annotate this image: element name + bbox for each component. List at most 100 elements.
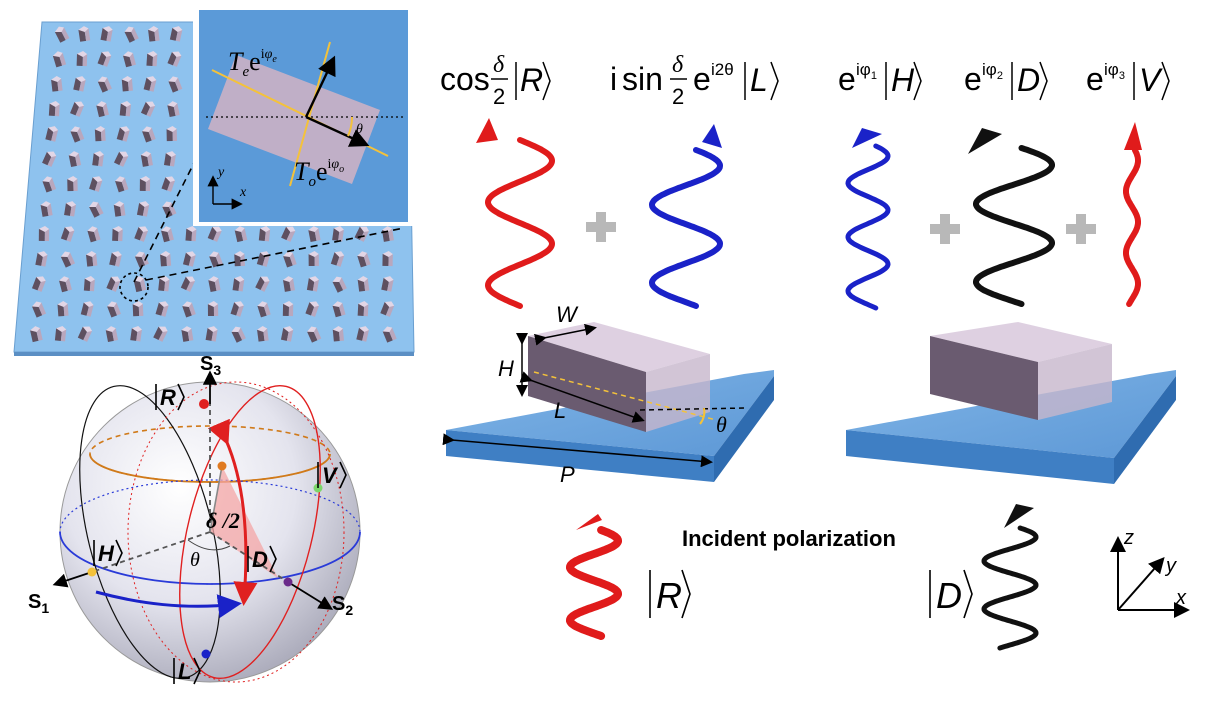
pillar xyxy=(134,226,149,242)
v-output-wave xyxy=(1123,147,1141,307)
ket-angle xyxy=(770,61,779,101)
rcp-term-delta: δ xyxy=(493,52,505,78)
pillar xyxy=(158,276,170,292)
pillar xyxy=(67,176,78,192)
pillar xyxy=(57,301,69,317)
lcp-term-two: 2 xyxy=(672,84,684,109)
unit-cell-plain xyxy=(846,322,1176,484)
pillar xyxy=(96,101,109,118)
slow-axis-vector xyxy=(305,115,370,147)
inset-theta-label: θ xyxy=(356,122,363,137)
s3-label: S3 xyxy=(200,353,221,378)
pillar xyxy=(257,326,269,342)
length-arrow xyxy=(519,371,645,423)
pillar xyxy=(162,201,177,218)
d-term-exp: e xyxy=(964,61,982,97)
width-label: W xyxy=(556,302,579,327)
ket-angle xyxy=(542,61,551,101)
pillar xyxy=(163,151,176,167)
pillar xyxy=(105,326,119,342)
incident-rcp-arrowhead xyxy=(576,514,602,530)
inset-x-label: x xyxy=(239,185,247,200)
pillar xyxy=(231,326,246,343)
pillar xyxy=(381,276,394,292)
pillar xyxy=(153,326,168,342)
metasurface-panel: θ Teeiφe Toeiφo y x xyxy=(13,4,415,356)
delta-arc xyxy=(207,418,258,606)
pillar xyxy=(255,276,270,292)
pillar xyxy=(155,301,169,317)
equator-rotation-arrow xyxy=(95,590,242,619)
pillar xyxy=(380,301,395,317)
pillar xyxy=(40,201,53,217)
pillar xyxy=(332,226,344,242)
theta-arc xyxy=(347,116,354,137)
pillar xyxy=(181,326,194,342)
pillar xyxy=(283,276,295,292)
pillar xyxy=(113,201,126,217)
pillar xyxy=(30,326,43,343)
pillar xyxy=(306,276,319,292)
pillar xyxy=(87,226,101,243)
lcp-term-sup: i2θ xyxy=(711,60,734,79)
pillar xyxy=(146,51,158,67)
pillar xyxy=(116,126,130,142)
rcp-wave-arrowhead xyxy=(476,118,498,143)
x-axis-label: x xyxy=(1175,587,1187,609)
pillar xyxy=(124,26,139,43)
pillar xyxy=(48,101,60,117)
pillar xyxy=(205,326,218,342)
d-wave-arrowhead xyxy=(968,128,1002,154)
incident-d-ket: D xyxy=(936,575,962,616)
ket-angle xyxy=(913,61,922,101)
rcp-output-wave xyxy=(484,137,556,309)
h-term-exp: e xyxy=(838,61,856,97)
height-label: H xyxy=(498,356,514,381)
pillar xyxy=(307,326,322,343)
sphere-h-ket: H xyxy=(98,541,115,566)
pillar xyxy=(208,276,221,292)
pillar xyxy=(83,276,95,292)
period-arrow xyxy=(442,433,713,468)
cell-theta-arc xyxy=(699,407,706,425)
pillar xyxy=(167,51,182,67)
sphere-l-ket: L xyxy=(178,659,191,684)
pillar xyxy=(207,226,222,242)
to-label: Toeiφo xyxy=(294,157,344,190)
pillar xyxy=(148,26,160,42)
pillar xyxy=(94,126,106,142)
d-point xyxy=(283,577,293,587)
ket-angle xyxy=(115,539,123,567)
pillar xyxy=(185,226,197,242)
pillar xyxy=(92,151,104,167)
pillar xyxy=(112,226,123,242)
h-point xyxy=(87,567,97,577)
s1-label: S1 xyxy=(28,591,49,616)
pillar xyxy=(64,201,77,217)
pillar xyxy=(160,251,172,267)
pillar xyxy=(308,226,321,242)
sphere-v-ket: V xyxy=(322,463,339,488)
pillar-top xyxy=(930,322,1112,362)
incident-d-wave xyxy=(981,525,1039,651)
pillar xyxy=(115,176,129,193)
lcp-term-delta: δ xyxy=(672,52,684,78)
pillar xyxy=(121,76,133,92)
pillar-side xyxy=(646,354,710,432)
pillar xyxy=(97,51,112,67)
red-meridian-back xyxy=(127,381,345,683)
unit-cell-labeled: θ W H L P xyxy=(442,302,774,487)
pillar xyxy=(140,151,153,167)
pillar xyxy=(140,101,156,117)
pillar xyxy=(123,51,136,68)
theta-arc xyxy=(187,539,231,551)
pillar xyxy=(51,76,63,92)
incident-title: Incident polarization xyxy=(682,526,896,551)
pillar xyxy=(136,201,150,217)
v-term-sup: iφ3 xyxy=(1104,60,1125,82)
rcp-term-two: 2 xyxy=(493,84,505,109)
pillar xyxy=(86,251,98,267)
pillar-side xyxy=(1038,344,1112,420)
